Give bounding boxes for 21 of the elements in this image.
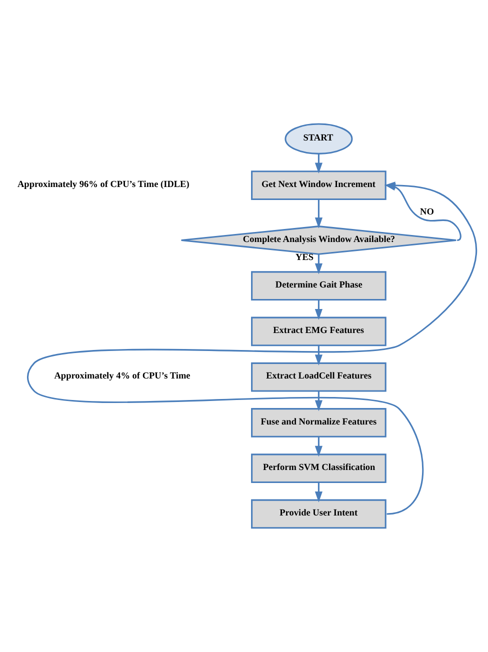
label: Approximately 96% of CPU’s Time (IDLE) <box>18 180 190 190</box>
arrow <box>314 391 322 412</box>
node-box: Determine Gait Phase <box>251 271 386 301</box>
label: Approximately 4% of CPU’s Time <box>54 372 190 382</box>
node-box: Provide User Intent <box>251 499 386 529</box>
arrow <box>314 300 322 320</box>
arrow <box>314 436 322 457</box>
arrow <box>314 199 322 228</box>
node-box: Fuse and Normalize Features <box>251 408 386 438</box>
node-box: Get Next Window Increment <box>251 170 386 200</box>
arrow <box>314 154 322 174</box>
arrow <box>314 254 322 274</box>
edge-label: YES <box>296 252 314 263</box>
node-box: Perform SVM Classification <box>251 454 386 484</box>
node-ellipse: START <box>284 123 353 154</box>
node-box: Extract LoadCell Features <box>251 362 386 392</box>
arrow <box>314 345 322 366</box>
node-box: Extract EMG Features <box>251 316 386 346</box>
edge-label: NO <box>420 207 434 218</box>
arrow <box>314 482 322 502</box>
node-diamond: Complete Analysis Window Available? <box>180 226 457 255</box>
